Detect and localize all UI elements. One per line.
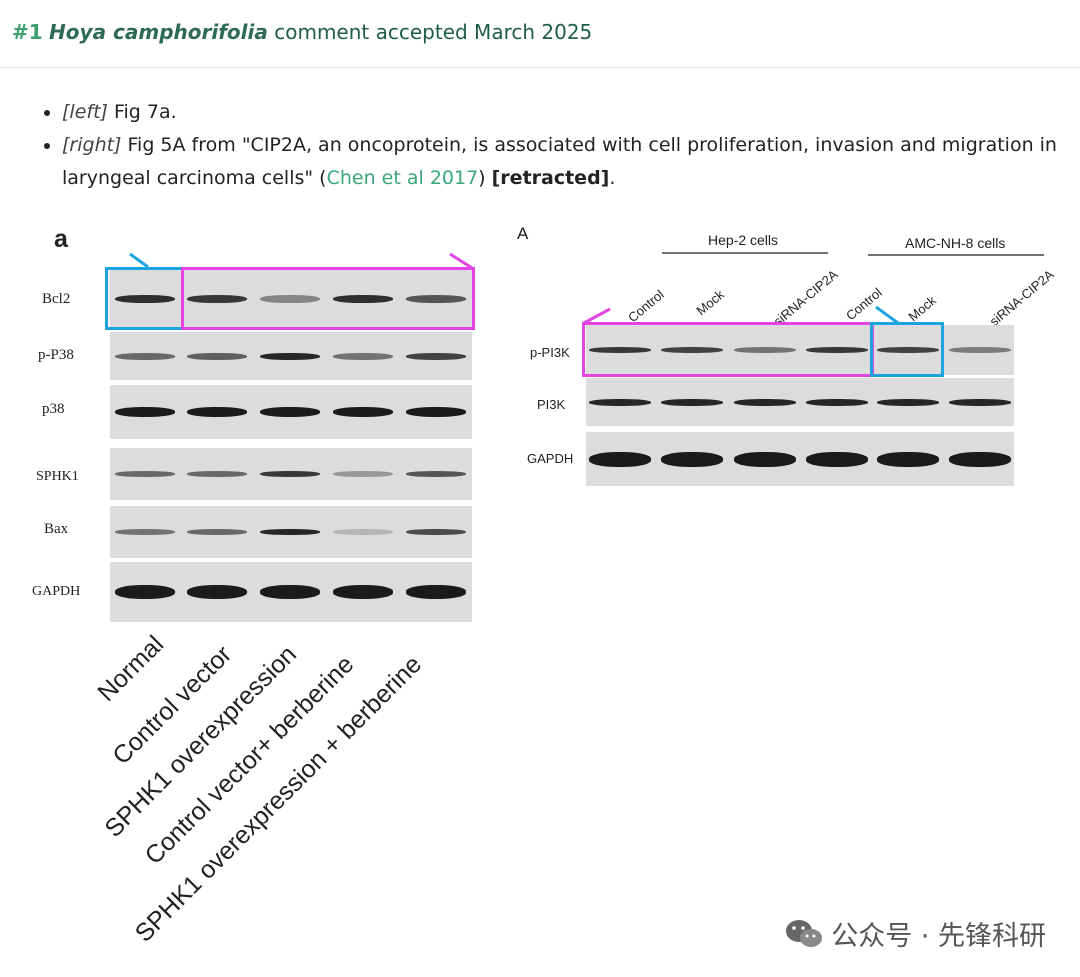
- blot-band: [115, 407, 175, 417]
- watermark-text: 公众号 · 先锋科研: [831, 921, 1046, 952]
- blot-band: [589, 451, 651, 467]
- blot-band: [115, 295, 175, 303]
- blot-band: [115, 529, 175, 535]
- blot-band: [589, 347, 651, 353]
- blot-band: [661, 451, 723, 467]
- blot-band: [406, 352, 466, 360]
- blot-band: [333, 471, 393, 477]
- blot-band: [949, 451, 1011, 467]
- row-label-gapdh: GAPDH: [32, 584, 81, 599]
- bullet-tag: [right]: [62, 134, 122, 156]
- row-label-bcl2: Bcl2: [42, 291, 71, 307]
- row-label-sphk1: SPHK1: [36, 469, 79, 484]
- blot-band: [734, 451, 796, 467]
- bullet-tag: [left]: [62, 101, 108, 123]
- comment-bullets: [left] Fig 7a. [right] Fig 5A from "CIP2…: [36, 96, 1072, 195]
- comment-header: #1 Hoya camphorifolia comment accepted M…: [0, 0, 1080, 68]
- blot-band: [187, 471, 247, 477]
- blot-band: [406, 407, 466, 417]
- left-figure-letter: a: [54, 225, 68, 253]
- left-blot-strip: [110, 385, 472, 439]
- wechat-icon: [786, 919, 823, 947]
- comment-title: #1 Hoya camphorifolia comment accepted M…: [12, 20, 592, 44]
- blot-band: [115, 471, 175, 477]
- left-blot-strip: [110, 562, 472, 622]
- blot-band: [734, 347, 796, 353]
- citation-link[interactable]: Chen et al 2017: [326, 167, 479, 189]
- bullet-text: .: [609, 167, 616, 189]
- blot-band: [589, 398, 651, 406]
- comment-number[interactable]: #1: [12, 20, 43, 44]
- blot-band: [877, 398, 939, 406]
- right-blot-strip: [586, 432, 1014, 486]
- left-blot-strip: [110, 270, 472, 328]
- species-name: Hoya camphorifolia: [49, 20, 268, 44]
- left-blot-strip: [110, 448, 472, 500]
- bullet-left: [left] Fig 7a.: [62, 96, 1072, 129]
- blot-band: [406, 295, 466, 303]
- row-label-pi3k: PI3K: [537, 397, 566, 412]
- blot-band: [115, 585, 175, 599]
- left-blot-strip: [110, 332, 472, 380]
- blot-band: [260, 529, 320, 535]
- blot-band: [734, 398, 796, 406]
- blot-band: [661, 347, 723, 353]
- blot-band: [877, 451, 939, 467]
- row-label-bax: Bax: [44, 521, 69, 537]
- blot-band: [333, 295, 393, 303]
- magenta-highlight-box-right: [582, 322, 874, 377]
- watermark: 公众号 · 先锋科研: [785, 914, 1046, 953]
- retracted-flag: [retracted]: [491, 167, 610, 189]
- blot-band: [260, 295, 320, 303]
- group-label-hep2: Hep-2 cells: [708, 232, 779, 248]
- blot-band: [187, 352, 247, 360]
- blot-band: [187, 295, 247, 303]
- blot-band: [260, 471, 320, 477]
- blot-band: [949, 347, 1011, 353]
- blot-band: [115, 352, 175, 360]
- blot-band: [187, 585, 247, 599]
- blot-band: [260, 407, 320, 417]
- blot-band: [333, 529, 393, 535]
- right-blot-strip: [586, 378, 1014, 426]
- bullet-text: ): [478, 167, 492, 189]
- row-label-p38: p38: [42, 401, 65, 417]
- bullet-text: Fig 5A from "CIP2A, an oncoprotein, is a…: [62, 134, 1057, 189]
- blot-band: [260, 352, 320, 360]
- blot-band: [406, 529, 466, 535]
- blot-band: [187, 529, 247, 535]
- blot-band: [260, 585, 320, 599]
- blot-band: [406, 471, 466, 477]
- blot-band: [406, 585, 466, 599]
- blot-band: [877, 347, 939, 353]
- blot-band: [333, 585, 393, 599]
- row-label-ppi3k: p-PI3K: [530, 345, 570, 360]
- bullet-right: [right] Fig 5A from "CIP2A, an oncoprote…: [62, 129, 1072, 195]
- left-blot-strip: [110, 506, 472, 558]
- blot-band: [806, 347, 868, 353]
- row-label-pp38: p-P38: [38, 347, 74, 363]
- blot-band: [187, 407, 247, 417]
- blot-band: [949, 398, 1011, 406]
- group-label-amc: AMC-NH-8 cells: [905, 235, 1006, 251]
- right-figure-letter: A: [517, 224, 529, 243]
- row-label-gapdh-right: GAPDH: [527, 451, 574, 466]
- magenta-highlight-box-left: [181, 267, 475, 330]
- blot-band: [333, 352, 393, 360]
- bullet-text: Fig 7a.: [107, 101, 177, 123]
- blot-band: [806, 451, 868, 467]
- cyan-highlight-box-right: [870, 322, 944, 377]
- blot-band: [806, 398, 868, 406]
- blot-band: [661, 398, 723, 406]
- blot-band: [333, 407, 393, 417]
- comment-status: comment accepted March 2025: [274, 20, 593, 44]
